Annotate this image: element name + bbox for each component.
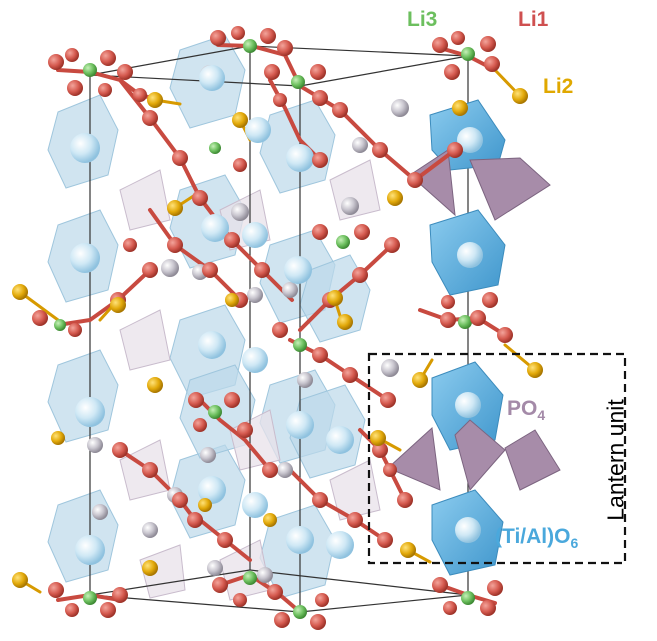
label-li1: Li1 (518, 8, 549, 31)
label-tial-o6-main: (Ti/Al)O (495, 525, 571, 548)
label-li2: Li2 (543, 75, 574, 98)
label-li3: Li3 (407, 8, 438, 31)
label-tial-o6: (Ti/Al)O6 (495, 525, 578, 551)
li3-atom-layer (54, 39, 475, 619)
label-po4: PO4 (507, 397, 545, 423)
label-po4-subscript: 4 (537, 407, 546, 423)
label-po4-main: PO (507, 397, 538, 420)
label-tial-o6-subscript: 6 (570, 535, 579, 551)
lantern-unit-box (367, 352, 627, 565)
tetrahedra-solid-layer (387, 149, 561, 492)
grey-atom-layer (87, 65, 409, 583)
li2-atom-layer (12, 88, 543, 588)
label-lantern-unit: Lantern unit (602, 399, 629, 521)
ti-al-atom-layer (70, 65, 483, 565)
